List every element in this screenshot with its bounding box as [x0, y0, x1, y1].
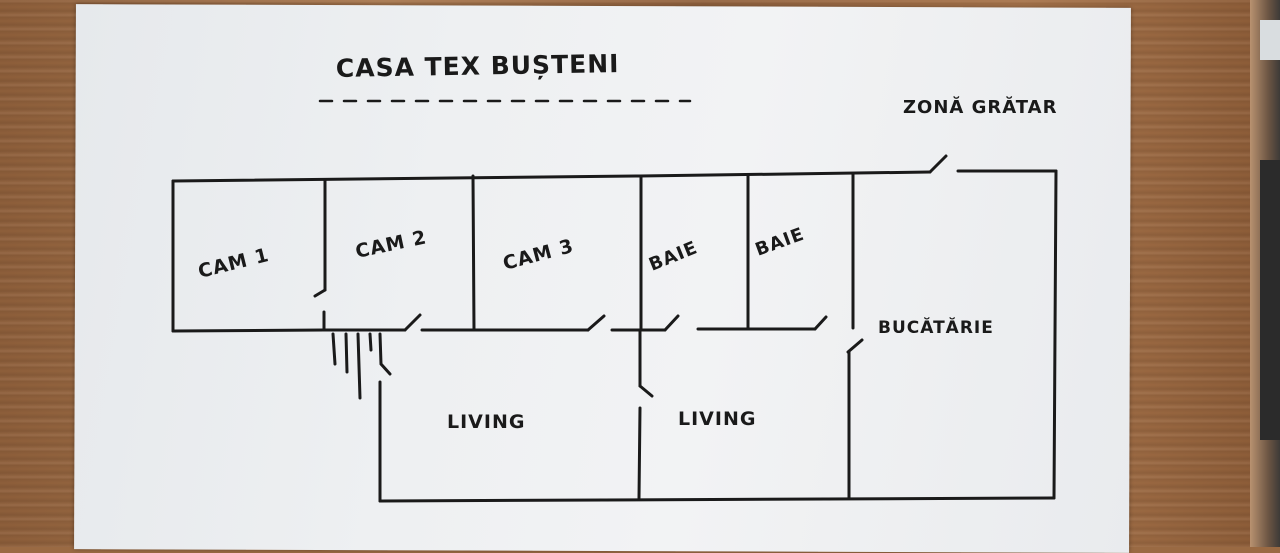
door-baie2: [813, 315, 828, 331]
label-cam3: CAM 3: [501, 235, 577, 275]
label-bucatarie: BUCĂTĂRIE: [878, 316, 994, 338]
edge-highlight: [1260, 20, 1280, 60]
label-living-2: LIVING: [678, 408, 756, 430]
wall-cam1-bottom: [171, 328, 326, 333]
label-cam2: CAM 2: [353, 226, 428, 263]
door-cam2: [403, 313, 422, 332]
stair-line-4: [368, 332, 373, 352]
label-living-1: LIVING: [447, 411, 525, 433]
wall-cam2-cam3: [471, 174, 476, 332]
wall-right: [1052, 169, 1058, 500]
door-cam3: [586, 314, 606, 332]
door-living: [638, 384, 654, 398]
wall-living-mid: [637, 406, 642, 500]
door-baie1: [663, 314, 680, 332]
door-cam1: [313, 288, 327, 298]
stair-line-1: [331, 332, 337, 366]
stair-line-3: [356, 332, 362, 400]
wall-bottom: [378, 496, 1056, 503]
door-grill: [928, 154, 948, 174]
diagram-title: CASA TEX BUȘTENI: [336, 49, 620, 83]
entrance-door: [378, 332, 392, 376]
edge-shadow: [1260, 160, 1280, 440]
stair-line-2: [344, 332, 349, 374]
label-baie-1: BAIE: [646, 237, 701, 275]
label-baie-2: BAIE: [753, 224, 808, 261]
label-zona-gratar: ZONĂ GRĂTAR: [903, 96, 1057, 118]
label-cam1: CAM 1: [196, 244, 272, 283]
door-bucatarie: [846, 338, 864, 354]
wall-top-left: [171, 170, 932, 183]
